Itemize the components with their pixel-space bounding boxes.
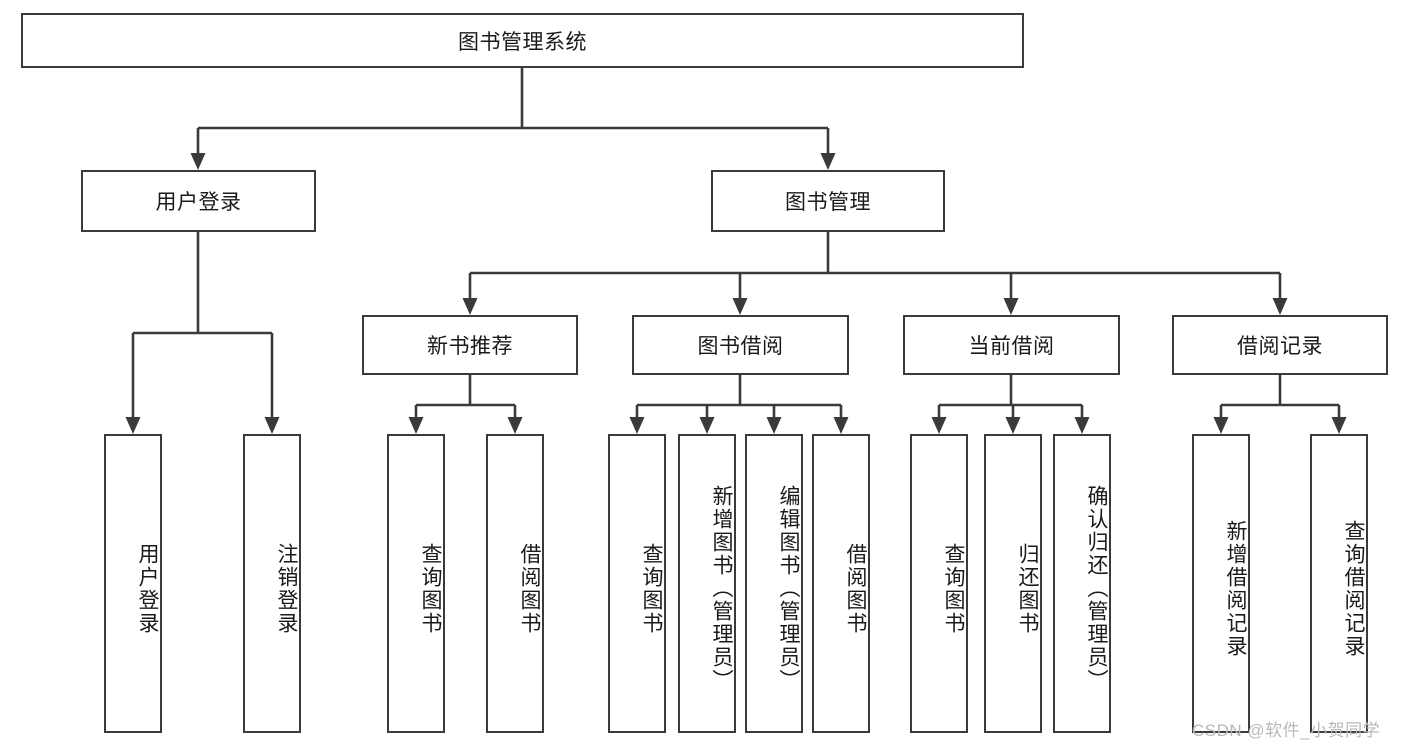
node-leaf-add-book[interactable]: 新增图书（管理员）: [678, 434, 736, 733]
group-1-leaf-arrow-3-head: [833, 417, 849, 434]
node-leaf-user-logout[interactable]: 注销登录: [243, 434, 301, 733]
node-user-login[interactable]: 用户登录: [81, 170, 316, 232]
node-leaf-query-record[interactable]: 查询借阅记录: [1310, 434, 1368, 733]
book-mgmt-child-arrow-0-head: [462, 298, 478, 315]
node-label: 用户登录: [155, 191, 242, 214]
node-leaf-query-book-rec[interactable]: 查询图书: [387, 434, 445, 733]
node-leaf-edit-book[interactable]: 编辑图书（管理员）: [745, 434, 803, 733]
group-3-leaf-arrow-1-head: [1331, 417, 1347, 434]
node-label: 图书借阅: [697, 335, 784, 358]
node-leaf-borrow-book-rec[interactable]: 借阅图书: [486, 434, 544, 733]
node-label: 查询借阅记录: [1342, 519, 1365, 658]
node-label: 查询图书: [419, 542, 442, 635]
node-current-borrow[interactable]: 当前借阅: [903, 315, 1120, 375]
node-new-book-recommend[interactable]: 新书推荐: [362, 315, 578, 375]
node-label: 新增借阅记录: [1224, 519, 1247, 658]
node-book-management[interactable]: 图书管理: [711, 170, 945, 232]
node-label: 图书管理: [785, 191, 871, 214]
group-2-leaf-arrow-0-head: [931, 417, 947, 434]
node-label: 新增图书（管理员）: [710, 485, 733, 692]
book-mgmt-child-arrow-3-head: [1272, 298, 1288, 315]
group-1-leaf-arrow-1-head: [699, 417, 715, 434]
book-mgmt-child-arrow-2-head: [1003, 298, 1019, 315]
root-child-arrow-0-head: [190, 153, 206, 170]
node-label: 当前借阅: [968, 335, 1055, 358]
group-0-leaf-arrow-1-head: [507, 417, 523, 434]
node-label: 查询图书: [942, 542, 965, 635]
node-label: 查询图书: [640, 542, 663, 635]
node-borrow-records[interactable]: 借阅记录: [1172, 315, 1388, 375]
user-login-child-arrow-0-head: [125, 417, 141, 434]
node-leaf-return-book[interactable]: 归还图书: [984, 434, 1042, 733]
node-label: 编辑图书（管理员）: [777, 485, 800, 692]
node-label: 借阅图书: [518, 542, 541, 635]
node-label: 确认归还（管理员）: [1085, 485, 1108, 692]
node-label: 注销登录: [275, 542, 298, 635]
node-label: 归还图书: [1016, 542, 1039, 635]
node-leaf-query-book-borrow[interactable]: 查询图书: [608, 434, 666, 733]
watermark-text: CSDN @软件_小贺同学: [1192, 721, 1381, 740]
group-3-leaf-arrow-0-head: [1213, 417, 1229, 434]
node-root[interactable]: 图书管理系统: [21, 13, 1024, 68]
node-label: 图书管理系统: [458, 30, 587, 54]
root-child-arrow-1-head: [820, 153, 836, 170]
node-leaf-borrow-book[interactable]: 借阅图书: [812, 434, 870, 733]
node-book-borrow[interactable]: 图书借阅: [632, 315, 849, 375]
node-label: 新书推荐: [427, 335, 513, 358]
node-label: 借阅图书: [844, 542, 867, 635]
group-0-leaf-arrow-0-head: [408, 417, 424, 434]
node-leaf-query-book-cur[interactable]: 查询图书: [910, 434, 968, 733]
node-leaf-user-login[interactable]: 用户登录: [104, 434, 162, 733]
group-2-leaf-arrow-2-head: [1074, 417, 1090, 434]
group-1-leaf-arrow-2-head: [766, 417, 782, 434]
node-label: 用户登录: [136, 542, 159, 635]
book-mgmt-child-arrow-1-head: [732, 298, 748, 315]
user-login-child-arrow-1-head: [264, 417, 280, 434]
group-1-leaf-arrow-0-head: [629, 417, 645, 434]
group-2-leaf-arrow-1-head: [1005, 417, 1021, 434]
node-leaf-add-record[interactable]: 新增借阅记录: [1192, 434, 1250, 733]
node-label: 借阅记录: [1237, 335, 1323, 358]
node-leaf-confirm-return[interactable]: 确认归还（管理员）: [1053, 434, 1111, 733]
